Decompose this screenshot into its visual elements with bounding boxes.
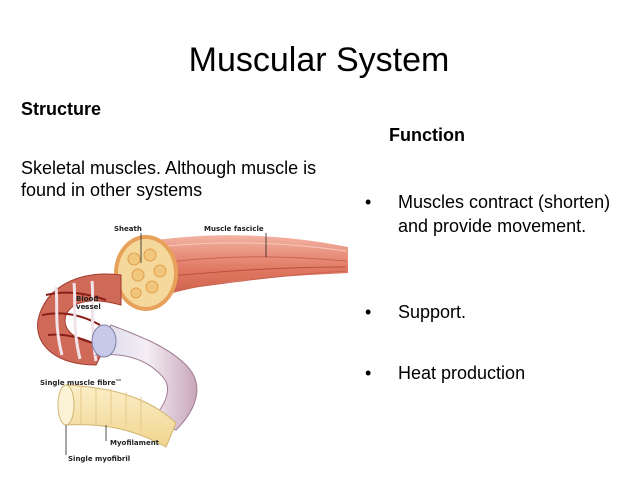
muscle-fascicle-shape [136, 235, 348, 305]
myofibril-shape [57, 384, 177, 448]
bullet-icon: • [365, 363, 372, 383]
bullet-item: • Muscles contract (shorten) and provide… [365, 190, 625, 238]
muscle-fibre-bundle [37, 273, 122, 366]
muscle-structure-illustration: Sheath Muscle fascicle Blood vessel Sing… [37, 225, 348, 463]
label-sheath: Sheath [114, 225, 142, 233]
leader-lines [65, 233, 267, 455]
bullet-text: Muscles contract (shorten) and provide m… [398, 192, 611, 236]
single-muscle-fibre-shape [91, 324, 198, 431]
structure-text: Skeletal muscles. Although muscle is fou… [21, 158, 317, 200]
bullet-text: Support. [398, 302, 467, 322]
bullet-item: • Heat production [365, 361, 625, 385]
label-muscle-fascicle: Muscle fascicle [204, 225, 264, 233]
label-myofilament: Myofilament [110, 439, 160, 447]
bullet-item: • Support. [365, 300, 625, 324]
sheath-cross-section [114, 235, 178, 311]
slide-title: Muscular System [188, 41, 450, 79]
label-single-muscle-fibre: Single muscle fibre [40, 379, 116, 387]
label-blood-vessel-line2: vessel [76, 303, 101, 311]
function-heading: Function [389, 125, 465, 145]
structure-heading: Structure [21, 99, 102, 119]
label-single-myofibril: Single myofibril [68, 455, 130, 463]
label-blood-vessel-line1: Blood [76, 295, 98, 303]
bullet-text: Heat production [398, 363, 526, 383]
bullet-icon: • [365, 192, 372, 212]
bullet-icon: • [365, 302, 372, 322]
